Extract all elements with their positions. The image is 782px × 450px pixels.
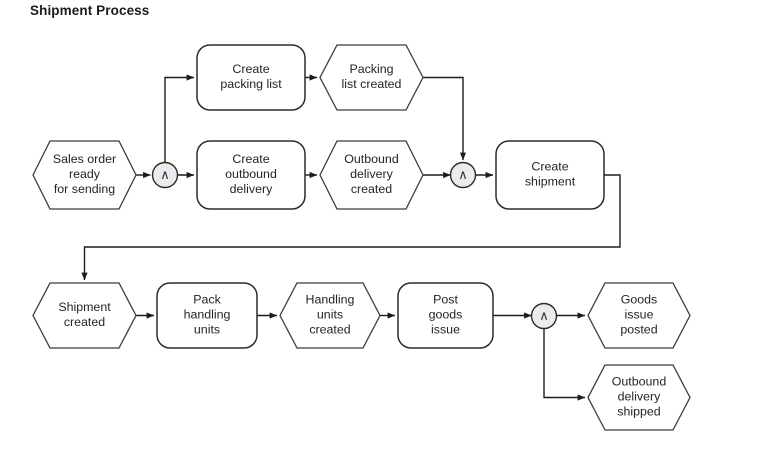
node-label-line: Outbound [612, 375, 667, 389]
edge-and_split_bottom-to-outbound_delivery_shipped [543, 328, 586, 401]
node-label-line: delivery [350, 167, 394, 181]
function-shape [495, 140, 605, 210]
event-shape [587, 364, 691, 431]
node-label-line: ready [69, 167, 101, 181]
node-label-line: created [64, 315, 105, 329]
node-label-line: Outbound [344, 152, 399, 166]
gate-symbol: ∧ [160, 167, 170, 182]
gate-symbol: ∧ [539, 308, 549, 323]
gate-and_join_top[interactable]: ∧ [449, 161, 477, 189]
node-label-line: created [309, 323, 350, 337]
edges-layer [81, 74, 621, 401]
function-shape [156, 282, 258, 349]
function-shape [196, 140, 306, 210]
node-label-line: shipment [525, 175, 576, 189]
node-label-line: Post [433, 293, 458, 307]
event-shape [319, 44, 424, 111]
node-label-line: list created [342, 77, 402, 91]
node-label-line: handling [184, 308, 231, 322]
node-label-line: delivery [230, 182, 274, 196]
edge-packing_list_created-to-and_join_top [423, 76, 467, 161]
node-label-line: delivery [618, 390, 662, 404]
edge-create_shipment-to-shipment_created [81, 174, 621, 281]
node-label-line: shipped [617, 405, 661, 419]
gate-symbol: ∧ [458, 167, 468, 182]
event-shape [32, 282, 137, 349]
page-title: Shipment Process [30, 3, 150, 18]
node-label-line: Sales order [53, 152, 116, 166]
node-label-line: issue [431, 323, 460, 337]
function-shape [196, 44, 306, 111]
node-label-line: packing list [220, 77, 282, 91]
node-label-line: goods [429, 308, 463, 322]
node-label-line: Create [531, 160, 568, 174]
event-shape [32, 140, 137, 210]
node-label-line: Create [232, 152, 269, 166]
gate-and_split_bottom[interactable]: ∧ [530, 302, 558, 330]
and-gate-icon [530, 302, 558, 330]
node-label-line: Handling [306, 293, 355, 307]
and-gate-icon [151, 161, 179, 189]
function-shape [397, 282, 494, 349]
node-label-line: outbound [225, 167, 277, 181]
and-gate-icon [449, 161, 477, 189]
node-label-line: Shipment [58, 300, 111, 314]
gates-layer: ∧ ∧ ∧ [151, 161, 558, 330]
event-shape [319, 140, 424, 210]
node-label-line: Create [232, 62, 269, 76]
node-label-line: issue [625, 308, 654, 322]
node-label-line: Goods [621, 293, 658, 307]
event-shape [279, 282, 381, 349]
node-label-line: for sending [54, 182, 115, 196]
gate-and_split_top[interactable]: ∧ [151, 161, 179, 189]
node-label-line: created [351, 182, 392, 196]
node-label-line: Pack [193, 293, 221, 307]
event-shape [587, 282, 691, 349]
node-label-line: Packing [349, 62, 393, 76]
node-label-line: units [194, 323, 220, 337]
node-label-line: posted [620, 323, 657, 337]
edge-and_split_top-to-create_packing_list [164, 74, 195, 163]
node-label-line: units [317, 308, 343, 322]
